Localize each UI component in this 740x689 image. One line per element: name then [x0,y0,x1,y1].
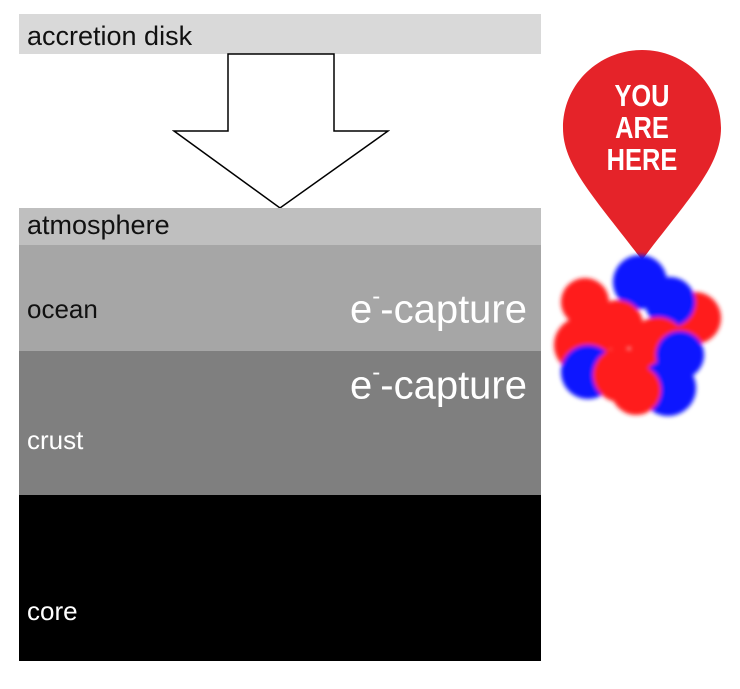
crust-electron-capture-label: e--capture [350,359,527,408]
core-layer: core [19,495,541,661]
down-arrow-icon [172,53,390,209]
atmosphere-label: atmosphere [27,210,170,240]
map-pin-icon [563,50,721,260]
crust-layer: crust e--capture [19,351,541,495]
accretion-disk-label: accretion disk [27,21,193,51]
ocean-electron-capture-label: e--capture [350,283,527,332]
ocean-label: ocean [27,294,98,324]
you-are-here-label: YOU ARE HERE [606,78,678,177]
accretion-disk-layer: accretion disk [19,14,541,54]
crust-label: crust [27,425,84,455]
nucleus-icon [554,255,721,416]
atmosphere-layer: atmosphere [19,208,541,245]
core-label: core [27,596,78,626]
ocean-layer: ocean e--capture [19,245,541,351]
